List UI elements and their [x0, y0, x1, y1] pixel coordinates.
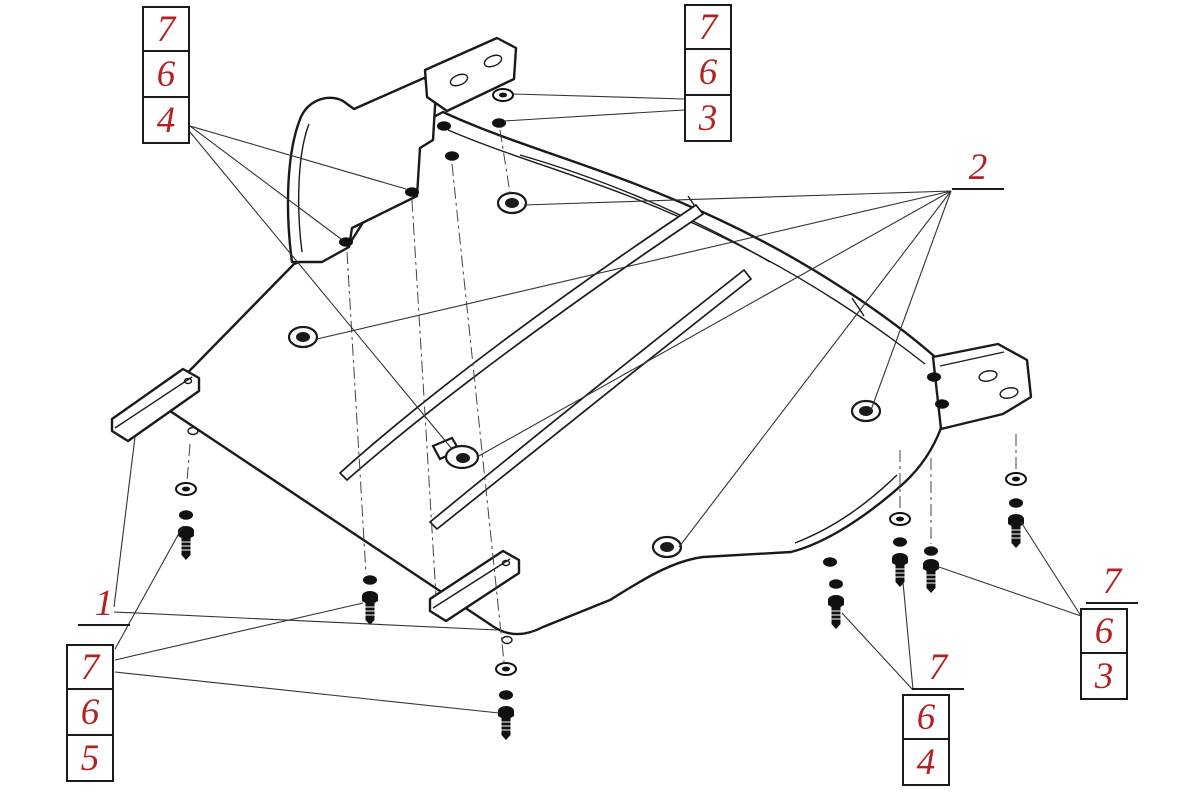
small-hole	[501, 635, 513, 645]
callout-group-bottom-right: 6 3	[1080, 608, 1128, 700]
bolt	[891, 552, 909, 588]
fastener-stack	[827, 579, 845, 630]
stiffening-rib	[429, 269, 752, 530]
grommet-hole	[651, 535, 683, 559]
left-rail-bracket	[110, 367, 201, 443]
fastener-stack	[175, 482, 197, 561]
washer	[179, 510, 193, 520]
callout-number: 4	[902, 740, 950, 786]
grommet-hole	[850, 399, 882, 423]
left-mount-bracket	[286, 76, 438, 264]
callout-number: 5	[66, 736, 114, 782]
callout-number: 4	[142, 98, 190, 144]
callout-number: 7	[66, 644, 114, 690]
bolt-hole	[405, 187, 419, 197]
bottom-rail-bracket	[428, 549, 521, 623]
bolt-hole	[445, 151, 459, 161]
callout-7-bottom-right: 7	[1086, 560, 1138, 604]
fastener-stack	[361, 575, 379, 626]
fastener-stack	[495, 662, 517, 741]
washer	[492, 88, 514, 102]
callout-2: 2	[952, 146, 1004, 190]
grommet-hole	[287, 325, 319, 349]
callout-number: 6	[684, 50, 732, 96]
callout-group-top-left: 7 6 4	[142, 6, 190, 144]
callout-number: 6	[66, 690, 114, 736]
grommet-holes	[287, 191, 882, 559]
callout-number: 3	[684, 96, 732, 142]
callout-group-bottom-left: 7 6 5	[66, 644, 114, 782]
plate-hole	[823, 557, 837, 567]
callout-7-bottom-mid: 7	[912, 646, 964, 690]
bolt	[827, 594, 845, 630]
callout-group-top-right: 7 6 3	[684, 4, 732, 142]
bolt	[1007, 513, 1025, 549]
washer	[1005, 472, 1027, 486]
fastener-stack	[1005, 472, 1027, 549]
callout-number: 6	[902, 694, 950, 740]
callout-number: 6	[1080, 608, 1128, 654]
callout-1: 1	[78, 582, 130, 626]
washer	[175, 482, 197, 496]
washer	[924, 546, 938, 556]
right-mount-bracket	[927, 342, 1033, 431]
callout-number: 6	[142, 52, 190, 98]
callout-number: 7	[142, 6, 190, 52]
bolt	[361, 590, 379, 626]
callout-group-bottom-mid: 6 4	[902, 694, 950, 786]
grommet-hole	[496, 191, 528, 215]
washer	[492, 118, 506, 128]
bolt-hole	[927, 372, 941, 382]
washer	[893, 537, 907, 547]
top-mount-bracket	[423, 36, 518, 161]
callout-number: 7	[684, 4, 732, 50]
callout-number: 3	[1080, 654, 1128, 700]
washer	[363, 575, 377, 585]
washer	[1009, 498, 1023, 508]
fastener-stack	[889, 512, 911, 588]
bolt	[922, 558, 940, 594]
stiffening-rib	[339, 204, 704, 481]
washer	[829, 579, 843, 589]
center-lines	[186, 129, 1017, 663]
small-hole	[187, 426, 199, 436]
bolt	[497, 705, 515, 741]
fastener-stack	[492, 88, 514, 128]
leader-lines	[113, 93, 1082, 714]
washer	[495, 662, 517, 676]
bolt-hole	[935, 399, 949, 409]
washer	[499, 690, 513, 700]
washer	[889, 512, 911, 526]
fastener-stack	[922, 546, 940, 594]
skid-plate	[156, 110, 943, 645]
bolt-hole	[437, 121, 451, 131]
